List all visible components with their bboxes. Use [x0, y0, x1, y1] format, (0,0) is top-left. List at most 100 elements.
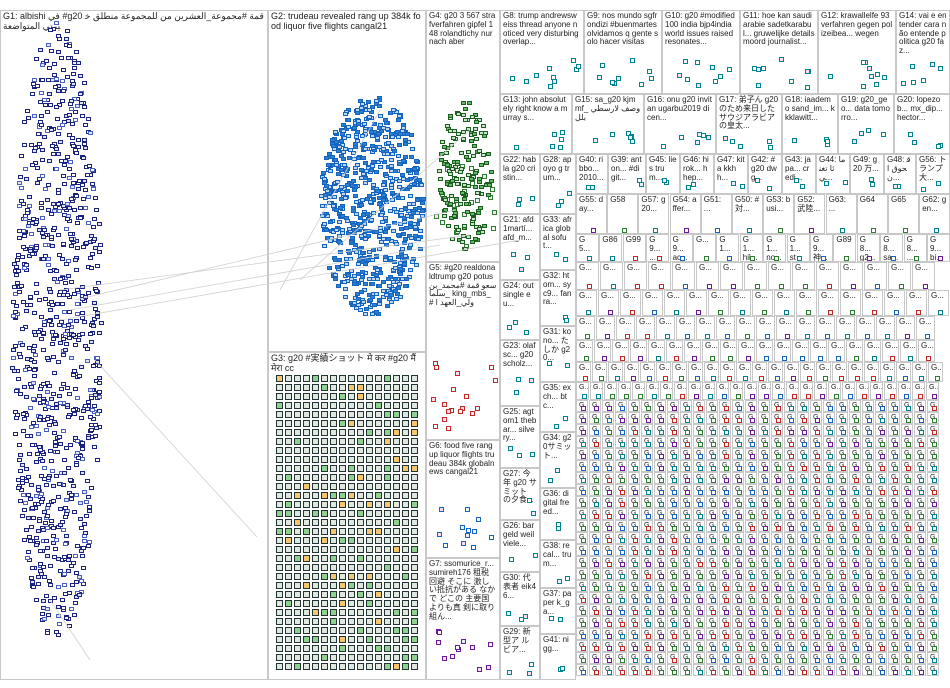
group-cell-g13[interactable]: G13: john absolutely right know a murray… — [500, 94, 572, 154]
group-cell-g28[interactable]: G28: apoyo g trum... — [540, 154, 576, 214]
g1-node — [29, 91, 35, 96]
g1-node — [50, 337, 56, 342]
group-cell-g42[interactable]: G42: #g20 dwg... — [748, 154, 782, 194]
node-marker — [709, 65, 715, 70]
group-cell-g17[interactable]: G17: 弟子ん g20のため来日したサウジアラビアの皇太... — [716, 94, 782, 154]
group-cell-g27[interactable]: G27: 今年 g20 サミット の夕食... — [500, 468, 540, 520]
group-cell-g18[interactable]: G18: iaademo sand_im... kkklawitt... — [782, 94, 838, 154]
group-cell-g16[interactable]: G16: onu g20 invitan ugarbu2019 dicen... — [644, 94, 716, 154]
group-cell-g15[interactable]: G15: sa_g20 kjmmf_ وصف لارسطي بلل — [572, 94, 644, 154]
group-cell-g5[interactable]: G5: #g20 realdonaldtrump g20 potus سعو ق… — [426, 262, 500, 440]
node-marker — [527, 670, 533, 676]
node-marker — [439, 219, 445, 225]
group-cell-g31[interactable]: G31: kono... たしか g20... — [540, 326, 576, 382]
group-cell-g36[interactable]: G36: digital freed... — [540, 488, 576, 540]
group-label: G27: 今年 g20 サミット の夕食... — [503, 469, 537, 505]
group-cell-g14[interactable]: G14: vai e entender cara não entende pol… — [896, 10, 950, 94]
group-cell-g7[interactable]: G7: ssomurice_r... sumireh176 租税回避 そこに 激… — [426, 558, 500, 680]
node-marker — [442, 417, 448, 423]
node-marker — [555, 468, 560, 473]
node-marker — [513, 145, 519, 151]
group-cell-g45[interactable]: G45: lies trum... — [646, 154, 680, 194]
node-marker — [793, 178, 799, 184]
group-cell-g56[interactable]: G56: トランプ大... — [916, 154, 950, 194]
group-cell-g23[interactable]: G23: olafsc... g20 scholz... — [500, 340, 540, 406]
node-marker — [527, 498, 533, 504]
group-cell-g8[interactable]: G8: trump andrewsweiss thread anyone not… — [500, 10, 584, 94]
node-marker — [861, 60, 867, 66]
node-marker — [465, 533, 471, 539]
group-cell-g43[interactable]: G43: japa... credi... — [782, 154, 816, 194]
group-cell-g35[interactable]: G35: exch... btc... — [540, 382, 576, 432]
group-cell-g40[interactable]: G40: ribbo... 2010... — [576, 154, 608, 194]
node-marker — [562, 256, 568, 262]
node-marker — [465, 507, 471, 513]
group-label: G48: قحوق ان... — [887, 155, 911, 182]
g1-node — [73, 110, 79, 115]
group-cell-g32[interactable]: G32: htom... syc9... fanra... — [540, 270, 576, 326]
group-cell-g26[interactable]: G26: bargeld weil viele... — [500, 520, 540, 572]
node-marker — [470, 180, 476, 186]
node-marker — [792, 137, 798, 143]
group-cell-g11[interactable]: G11: hoe kan saudi arabie sadetkarabul..… — [740, 10, 818, 94]
group-cell-g30[interactable]: G30: 代表者 eik46... — [500, 572, 540, 626]
g1-node — [68, 607, 74, 612]
group-label: G24: out single eu... — [503, 281, 536, 308]
group-cell-g49[interactable]: G49: g20 万... — [850, 154, 884, 194]
group-cell-g37[interactable]: G37: paper k_ga... — [540, 588, 576, 634]
node-marker — [615, 75, 621, 81]
node-marker — [892, 184, 898, 190]
node-marker — [450, 386, 456, 392]
node-marker — [738, 143, 744, 149]
g1-node — [62, 583, 68, 588]
group-label: G34: g20サミット... — [543, 433, 572, 460]
node-marker — [938, 65, 944, 71]
group-cell-g46[interactable]: G46: hirok... hhep... — [680, 154, 714, 194]
g1-node — [48, 396, 54, 401]
g1-node — [81, 81, 87, 86]
g1-node — [42, 521, 48, 526]
node-marker — [866, 128, 872, 134]
group-cell-g47[interactable]: G47: kita kkhh... — [714, 154, 748, 194]
group-cell-g12[interactable]: G12: krawallelfe 93 verfahren gegen poli… — [818, 10, 896, 94]
group-cell-g41[interactable]: G41: nigg... — [540, 634, 576, 680]
group-cell-g33[interactable]: G33: africa global sofut... — [540, 214, 576, 270]
group-cell-g9[interactable]: G9: nos mundo sgfrondizi #buenmartes olv… — [584, 10, 662, 94]
node-marker — [489, 364, 495, 370]
group-cell-g44[interactable]: G44: ماثا تغني... — [816, 154, 850, 194]
node-marker — [739, 183, 745, 189]
g1-node — [42, 574, 48, 579]
group-cell-g25[interactable]: G25: agtom1 thebar... silvery... — [500, 406, 540, 468]
node-marker — [727, 66, 733, 72]
node-marker — [731, 181, 737, 187]
node-marker — [638, 181, 644, 187]
group-cell-g21[interactable]: G21: afd 1martí... afd_m... — [500, 214, 540, 280]
node-marker — [488, 641, 494, 647]
group-cell-g4[interactable]: G4: g20 3 567 strafverfahren gipfel 148 … — [426, 10, 500, 262]
node-marker — [696, 131, 702, 137]
group-cell-g48[interactable]: G48: قحوق ان... — [884, 154, 916, 194]
group-label: G17: 弟子ん g20のため来日したサウジアラビアの皇太... — [719, 95, 779, 131]
node-marker — [920, 77, 926, 83]
node-marker — [454, 644, 460, 650]
group-label: G20: lopezob... mx_dip... hector... — [897, 95, 946, 122]
group-cell-g20[interactable]: G20: lopezob... mx_dip... hector... — [894, 94, 950, 154]
g1-node — [48, 459, 54, 464]
group-cell-g22[interactable]: G22: habla g20 cristin... — [500, 154, 540, 214]
group-cell-g19[interactable]: G19: g20_geo... data tomorro... — [838, 94, 894, 154]
node-marker — [755, 66, 761, 72]
group-cell-g29[interactable]: G29: 新型ア ルビア... — [500, 626, 540, 680]
group-cell-g34[interactable]: G34: g20サミット... — [540, 432, 576, 488]
group-cell-g38[interactable]: G38: recal... trum... — [540, 540, 576, 588]
node-marker — [507, 669, 513, 675]
group-cell-g39[interactable]: G39: anton... #digit... — [608, 154, 646, 194]
group-cell-g6[interactable]: G6: food five rang up liquor flights tru… — [426, 440, 500, 558]
group-cell-g10[interactable]: G10: g20 #modified100 india bjp4india wo… — [662, 10, 740, 94]
group-cell-g24[interactable]: G24: out single eu... — [500, 280, 540, 340]
g1-node — [74, 268, 80, 273]
node-marker — [547, 477, 553, 483]
g1-node — [56, 621, 62, 626]
g1-node — [60, 428, 66, 433]
node-marker — [531, 511, 537, 517]
g1-node — [68, 443, 74, 448]
